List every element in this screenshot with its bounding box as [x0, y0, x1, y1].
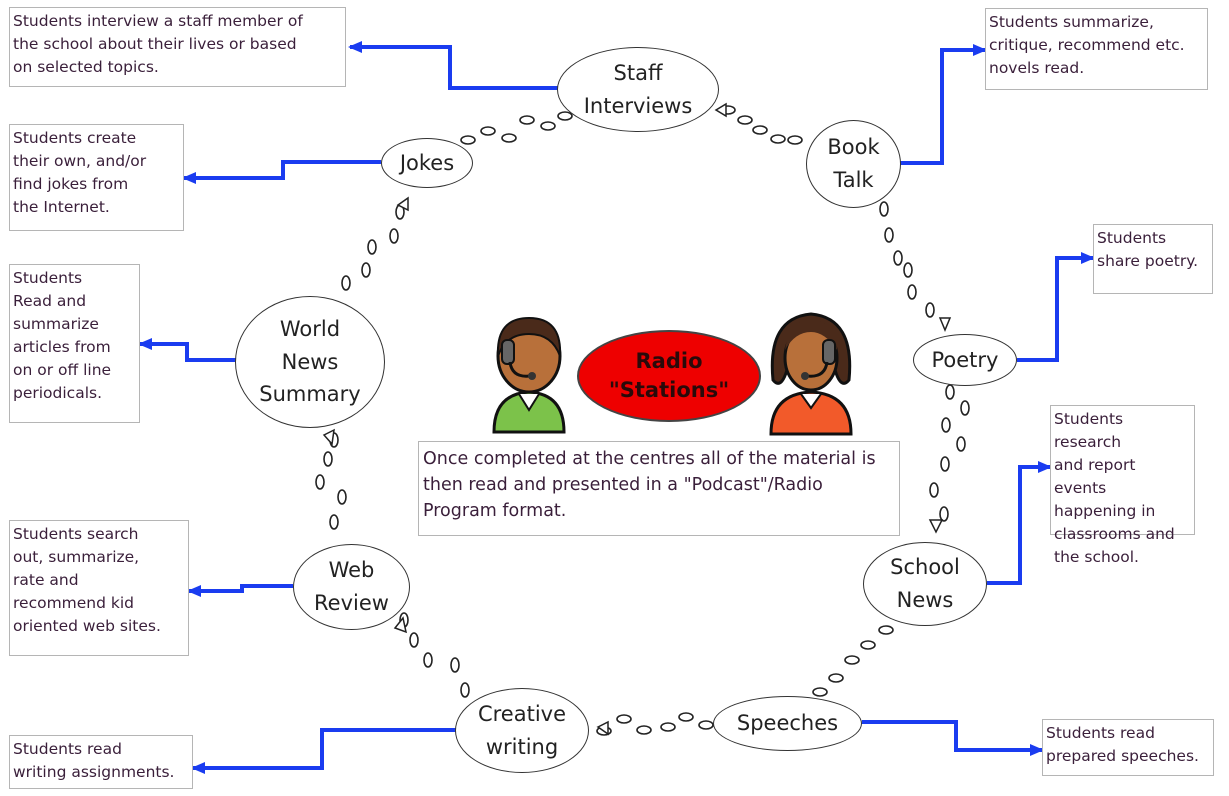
- note-jokes: Students create their own, and/or find j…: [9, 124, 184, 231]
- node-creative: Creative writing: [455, 688, 589, 773]
- note-school: Students research and report events happ…: [1050, 405, 1195, 566]
- center-note: Once completed at the centres all of the…: [418, 441, 900, 536]
- headset-person-icon: [492, 316, 566, 434]
- node-speeches: Speeches: [713, 696, 862, 751]
- note-world: Students Read and summarize articles fro…: [9, 264, 140, 423]
- note-staff: Students interview a staff member of the…: [9, 7, 346, 87]
- node-world: World News Summary: [235, 296, 385, 428]
- connector-web: [187, 584, 293, 597]
- note-poetry: Students share poetry.: [1093, 224, 1213, 294]
- connector-book: [900, 44, 987, 165]
- connector-creative: [191, 728, 456, 774]
- connector-poetry: [1017, 252, 1095, 362]
- note-creative: Students read writing assignments.: [9, 735, 193, 789]
- footprints-icon: [315, 105, 970, 736]
- node-school: School News: [863, 542, 987, 626]
- note-speeches: Students read prepared speeches.: [1042, 719, 1214, 776]
- node-book: Book Talk: [806, 120, 901, 208]
- node-poetry: Poetry: [913, 334, 1017, 386]
- node-staff: Staff Interviews: [557, 47, 719, 132]
- connector-jokes: [182, 160, 381, 184]
- note-web: Students search out, summarize, rate and…: [9, 520, 189, 656]
- connector-staff: [348, 41, 560, 90]
- note-book: Students summarize, critique, recommend …: [985, 8, 1208, 90]
- headset-person-icon: [769, 312, 853, 436]
- node-jokes: Jokes: [381, 138, 473, 188]
- trail-arrowheads: [322, 102, 952, 736]
- connector-school: [987, 461, 1052, 585]
- connector-speeches: [862, 720, 1044, 756]
- connector-world: [138, 338, 236, 362]
- node-web: Web Review: [293, 544, 410, 630]
- radio-stations-title: Radio "Stations": [577, 330, 761, 422]
